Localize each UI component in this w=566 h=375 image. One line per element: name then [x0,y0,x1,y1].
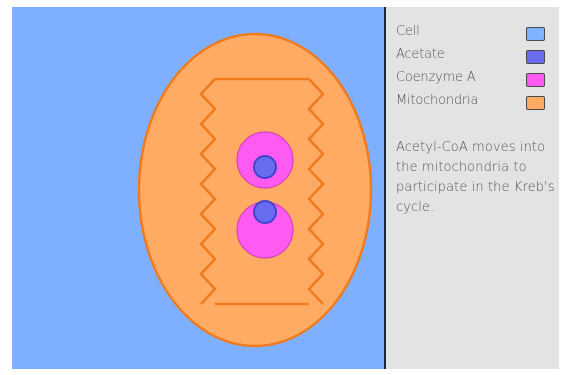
legend-item-acetate: Acetate [392,47,557,70]
cell-swatch-icon [526,27,545,41]
legend-label: Coenzyme A [396,70,475,86]
acetate-molecule [254,201,276,223]
step-description: Acetyl-CoA moves into the mitochondria t… [396,138,556,218]
info-panel: Cell Acetate Coenzyme A Mitochondria Ace… [386,7,559,369]
legend: Cell Acetate Coenzyme A Mitochondria [392,24,557,116]
mitochondrion-outer-membrane [139,34,371,346]
legend-label: Acetate [396,47,445,63]
legend-label: Mitochondria [396,93,478,109]
cell-canvas [12,7,385,369]
acetate-molecule [254,156,276,178]
mitochondria-swatch-icon [526,96,545,110]
legend-label: Cell [396,24,420,40]
legend-item-cell: Cell [392,24,557,47]
simulation-frame: Cell Acetate Coenzyme A Mitochondria Ace… [12,7,559,369]
legend-item-mitochondria: Mitochondria [392,93,557,116]
acetate-swatch-icon [526,50,545,64]
legend-item-coenzyme-a: Coenzyme A [392,70,557,93]
coenzyme-a-swatch-icon [526,73,545,87]
